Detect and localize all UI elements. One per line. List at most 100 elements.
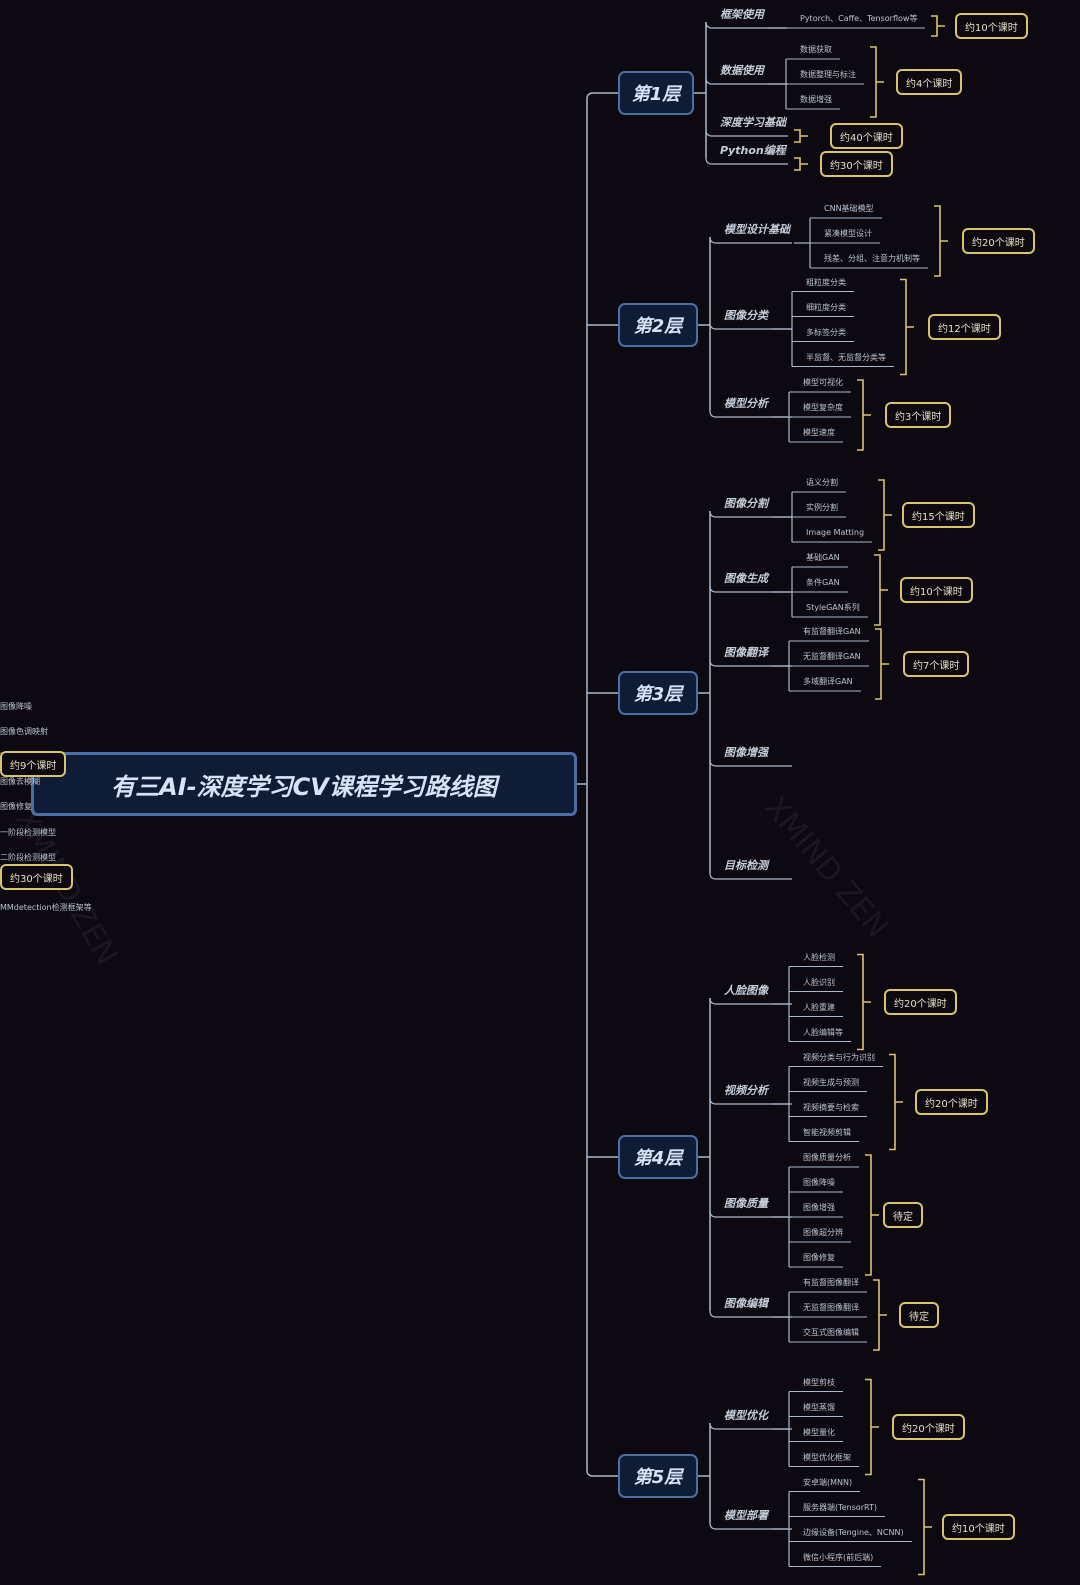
topic-5-1[interactable]: 模型优化 (724, 1409, 768, 1422)
leaf-item[interactable]: 图像修复 (803, 1253, 835, 1262)
topic-2-1[interactable]: 模型设计基础 (724, 223, 790, 236)
leaf-item[interactable]: 模型复杂度 (803, 403, 843, 412)
leaf-item[interactable]: 数据增强 (800, 95, 832, 104)
leaf-item[interactable]: 图像超分辨 (803, 1228, 843, 1237)
hours-badge: 约20个课时 (892, 1414, 965, 1440)
leaf-item[interactable]: 残差、分组、注意力机制等 (824, 254, 920, 263)
topic-3-5[interactable]: 目标检测 (724, 859, 768, 872)
leaf-item[interactable]: 图像增强 (803, 1203, 835, 1212)
leaf-item[interactable]: CNN基础模型 (824, 204, 874, 213)
leaf-item[interactable]: 多域翻译GAN (803, 677, 853, 686)
layer-node-5[interactable]: 第5层 (618, 1454, 698, 1498)
leaf-item[interactable]: 模型蒸馏 (803, 1402, 835, 1412)
leaf-item[interactable]: 无监督图像翻译 (803, 1303, 859, 1312)
summary-bracket (857, 953, 871, 1051)
leaf-item[interactable]: 视频摘要与检索 (803, 1102, 859, 1112)
leaf-item[interactable]: 二阶段检测模型 (0, 852, 56, 862)
leaf-item[interactable]: 条件GAN (806, 578, 840, 587)
leaf-item[interactable]: 图像质量分析 (803, 1153, 851, 1162)
leaf-item[interactable]: 智能视频剪辑 (803, 1127, 851, 1137)
topic-4-2[interactable]: 视频分析 (724, 1084, 768, 1097)
topic-3-1[interactable]: 图像分割 (724, 497, 768, 510)
leaf-item[interactable]: 图像降噪 (803, 1178, 835, 1187)
leaf-item[interactable]: 紧凑模型设计 (824, 229, 872, 238)
leaf-item[interactable]: Image Matting (806, 528, 865, 537)
leaf-item[interactable]: 一阶段检测模型 (0, 827, 56, 837)
hours-badge: 约20个课时 (884, 989, 957, 1015)
topic-underline (709, 659, 792, 667)
leaf-item[interactable]: 人脸识别 (803, 977, 835, 987)
leaf-item[interactable]: 图像色调映射 (0, 727, 48, 736)
topic-4-4[interactable]: 图像编辑 (724, 1297, 768, 1310)
leaf-item[interactable]: 数据获取 (800, 45, 832, 54)
leaf-item[interactable]: 模型剪枝 (803, 1377, 835, 1387)
topic-4-1[interactable]: 人脸图像 (724, 984, 768, 997)
root-node[interactable]: 有三AI-深度学习CV课程学习路线图 (31, 752, 577, 816)
leaf-item[interactable]: 图像去模糊 (0, 777, 40, 786)
leaf-item[interactable]: 图像降噪 (0, 702, 32, 711)
summary-bracket (865, 1378, 879, 1476)
summary-bracket (857, 379, 871, 451)
hours-badge: 约10个课时 (900, 577, 973, 603)
leaf-item[interactable]: 安卓端(MNN) (803, 1477, 853, 1487)
topic-underline (705, 129, 788, 137)
topic-1-4[interactable]: Python编程 (720, 144, 786, 157)
layer-node-2[interactable]: 第2层 (618, 303, 698, 347)
leaf-item[interactable]: 无监督翻译GAN (803, 652, 861, 661)
topic-3-4[interactable]: 图像增强 (724, 746, 768, 759)
leaf-item[interactable]: 模型量化 (803, 1427, 835, 1437)
leaf-item[interactable]: 图像修复 (0, 802, 32, 811)
layer-connector (586, 92, 618, 100)
leaf-item[interactable]: 基础GAN (806, 553, 840, 562)
leaf-item[interactable]: 有监督图像翻译 (803, 1278, 859, 1287)
leaf-item[interactable]: 半监督、无监督分类等 (806, 352, 886, 362)
hours-badge: 约20个课时 (962, 228, 1035, 254)
topic-1-2[interactable]: 数据使用 (720, 64, 764, 77)
leaf-item[interactable]: 模型可视化 (803, 378, 843, 387)
leaf-item[interactable]: 视频分类与行为识别 (803, 1052, 875, 1062)
leaf-item[interactable]: 数据整理与标注 (800, 70, 856, 79)
leaf-item[interactable]: 语义分割 (806, 478, 838, 487)
topic-3-2[interactable]: 图像生成 (724, 572, 768, 585)
layer-node-1[interactable]: 第1层 (618, 71, 694, 115)
summary-bracket (878, 479, 892, 551)
trunk-line (586, 99, 618, 1477)
hours-badge: 约30个课时 (0, 864, 73, 890)
summary-bracket (918, 1478, 932, 1576)
topic-2-2[interactable]: 图像分类 (724, 309, 768, 322)
leaf-item[interactable]: Pytorch、Caffe、Tensorflow等 (800, 14, 918, 23)
summary-bracket (900, 278, 914, 376)
leaf-item[interactable]: 多标签分类 (806, 327, 846, 337)
leaf-item[interactable]: 人脸检测 (803, 952, 835, 962)
topic-4-3[interactable]: 图像质量 (724, 1197, 768, 1210)
leaf-item[interactable]: 交互式图像编辑 (803, 1328, 859, 1337)
leaf-item[interactable]: 模型优化框架 (803, 1452, 851, 1462)
topic-1-1[interactable]: 框架使用 (720, 8, 764, 21)
leaf-item[interactable]: 服务器端(TensorRT) (803, 1502, 877, 1512)
leaf-item[interactable]: 边缘设备(Tengine、NCNN) (803, 1527, 904, 1537)
topic-3-3[interactable]: 图像翻译 (724, 646, 768, 659)
summary-bracket (794, 157, 808, 171)
leaf-item[interactable]: 细粒度分类 (806, 302, 846, 312)
leaf-item[interactable]: 视频生成与预测 (803, 1077, 859, 1087)
leaf-item[interactable]: 实例分割 (806, 503, 838, 512)
leaf-item[interactable]: 人脸编辑等 (803, 1027, 843, 1037)
topic-underline (709, 236, 792, 244)
hours-badge: 约20个课时 (915, 1089, 988, 1115)
layer-node-3[interactable]: 第3层 (618, 671, 698, 715)
leaf-item[interactable]: StyleGAN系列 (806, 603, 860, 612)
topic-5-2[interactable]: 模型部署 (724, 1509, 768, 1522)
topic-2-3[interactable]: 模型分析 (724, 397, 768, 410)
summary-bracket (875, 628, 889, 700)
topic-underline (705, 157, 788, 165)
leaf-item[interactable]: 有监督翻译GAN (803, 627, 861, 636)
summary-bracket (870, 46, 884, 118)
leaf-item[interactable]: 粗粒度分类 (806, 277, 846, 287)
leaf-item[interactable]: MMdetection检测框架等 (0, 902, 92, 912)
topic-1-3[interactable]: 深度学习基础 (720, 116, 786, 129)
leaf-item[interactable]: 微信小程序(前后端) (803, 1552, 874, 1562)
layer-node-4[interactable]: 第4层 (618, 1135, 698, 1179)
leaf-item[interactable]: 模型速度 (803, 428, 835, 437)
leaf-item[interactable]: 人脸重建 (803, 1002, 835, 1012)
